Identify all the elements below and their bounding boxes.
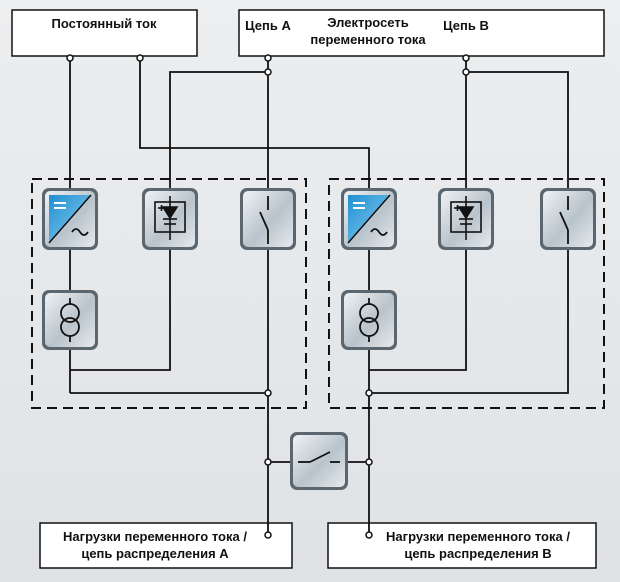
- rectifier-icon: [450, 196, 482, 240]
- circuit-a-label: Цепь А: [245, 18, 291, 33]
- transformer-icon: [359, 298, 379, 342]
- transformer-a-module: [42, 290, 98, 350]
- ac-grid-label-line1: Электросеть: [327, 15, 408, 30]
- inverter-icon: [347, 194, 391, 244]
- load-a-box: [39, 522, 293, 569]
- tie-switch-icon: [298, 451, 340, 463]
- load-a-label-line2: цепь распределения А: [81, 546, 229, 561]
- ac-grid-box: [238, 9, 605, 57]
- dc-label: Постоянный ток: [52, 16, 157, 31]
- load-a-label-line1: Нагрузки переменного тока /: [63, 529, 247, 544]
- inverter-a-module: [42, 188, 98, 250]
- rectifier-b-module: [438, 188, 494, 250]
- circuit-b-label: Цепь В: [443, 18, 489, 33]
- junction-dots: [66, 54, 470, 539]
- tie-switch-module: [290, 432, 348, 490]
- bypass-switch-a-module: [240, 188, 296, 250]
- load-b-label-line2: цепь распределения В: [404, 546, 551, 561]
- ac-grid-label-line2: переменного тока: [310, 32, 426, 47]
- transformer-b-module: [341, 290, 397, 350]
- bypass-switch-icon: [559, 196, 569, 244]
- ups-module-a-enclosure: [31, 178, 307, 409]
- rectifier-a-module: [142, 188, 198, 250]
- inverter-icon: [48, 194, 92, 244]
- dc-source-box: [11, 9, 198, 57]
- load-b-label-line1: Нагрузки переменного тока /: [386, 529, 570, 544]
- inverter-b-module: [341, 188, 397, 250]
- transformer-icon: [60, 298, 80, 342]
- load-b-box: [327, 522, 597, 569]
- bypass-switch-icon: [259, 196, 269, 244]
- rectifier-icon: [154, 196, 186, 240]
- bypass-switch-b-module: [540, 188, 596, 250]
